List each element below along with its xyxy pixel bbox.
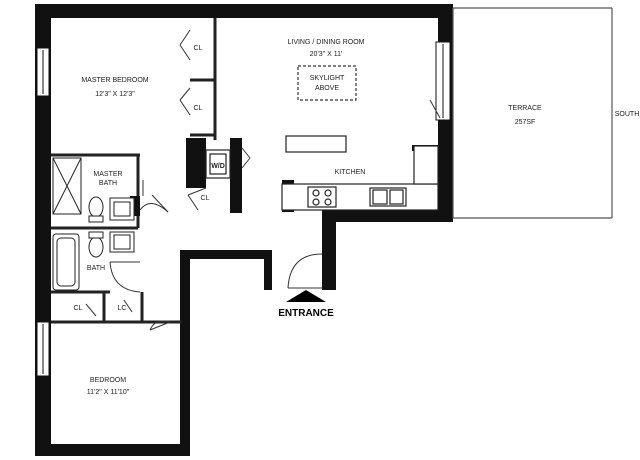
room-labels: MASTER BEDROOM 12'3" X 12'3" CL CL CL CL… bbox=[74, 39, 640, 396]
toilet-bath bbox=[88, 236, 104, 258]
living-dining-name: LIVING / DINING ROOM bbox=[287, 39, 364, 46]
closet-label: CL bbox=[201, 195, 210, 202]
master-bedroom-dims: 12'3" X 12'3" bbox=[95, 91, 135, 98]
master-bath-line2: BATH bbox=[99, 180, 117, 187]
windows bbox=[36, 41, 451, 377]
terrace-name: TERRACE bbox=[508, 105, 542, 112]
living-dining-dims: 20'3" X 11' bbox=[310, 51, 343, 58]
washer-dryer-label: W/D bbox=[211, 163, 225, 170]
master-bath-line1: MASTER bbox=[93, 171, 122, 178]
washer-dryer bbox=[205, 149, 231, 179]
kitchen-name: KITCHEN bbox=[335, 169, 366, 176]
skylight-outline bbox=[297, 65, 357, 101]
kitchen-counter bbox=[281, 145, 439, 211]
stove bbox=[307, 186, 337, 208]
entrance-arrow bbox=[286, 290, 326, 302]
closet-label: CL bbox=[194, 45, 203, 52]
kitchen-island bbox=[285, 135, 347, 153]
bath-name: BATH bbox=[87, 265, 105, 272]
terrace-outline bbox=[452, 7, 613, 219]
entrance-label: ENTRANCE bbox=[278, 308, 334, 319]
closet-label: CL bbox=[74, 305, 83, 312]
skylight-line2: ABOVE bbox=[315, 85, 339, 92]
south-label: SOUTH bbox=[615, 111, 640, 118]
linen-closet-label: LC bbox=[118, 305, 127, 312]
bedroom-name: BEDROOM bbox=[90, 377, 126, 384]
bath-fixtures bbox=[52, 157, 135, 291]
terrace-area: 257SF bbox=[515, 119, 536, 126]
skylight-line1: SKYLIGHT bbox=[310, 75, 345, 82]
bedroom-dims: 11'2" X 11'10" bbox=[87, 389, 130, 396]
closet-label: CL bbox=[194, 105, 203, 112]
master-bedroom-name: MASTER BEDROOM bbox=[81, 77, 148, 84]
toilet-master bbox=[88, 196, 104, 218]
doors bbox=[85, 29, 441, 331]
